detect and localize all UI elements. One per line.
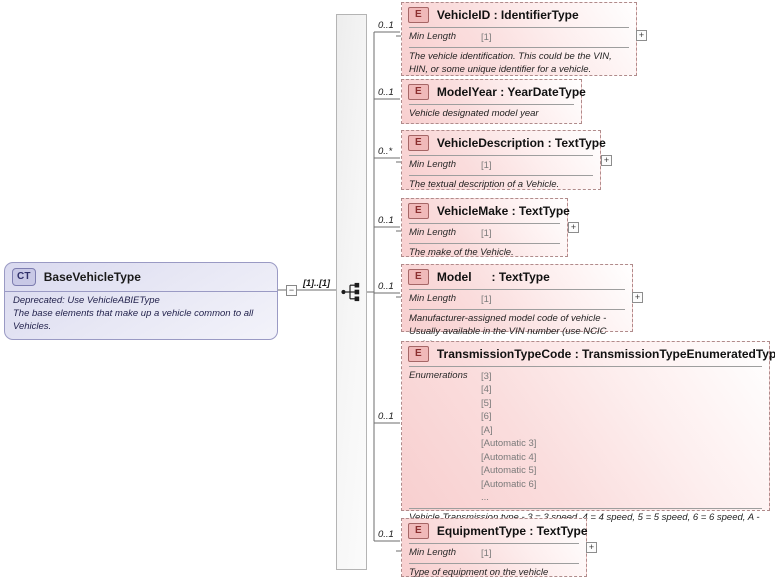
cardinality-vehiclemake: 0..1 (378, 215, 394, 226)
cardinality-vehicleid: 0..1 (378, 20, 394, 31)
facet-row-enumerations: Enumerations [3] [4] [5] [6] [A] [Automa… (402, 367, 769, 508)
divider (409, 289, 625, 290)
element-header: E VehicleMake : TextType (402, 199, 570, 223)
element-box-vehicledescription[interactable]: E VehicleDescription : TextType Min Leng… (401, 130, 606, 190)
facet-row-min-length: Min Length [1] (402, 28, 636, 47)
facet-value: [1] (481, 32, 492, 43)
element-header: E VehicleDescription : TextType (402, 131, 606, 155)
element-title: VehicleDescription : TextType (436, 136, 606, 150)
element-box-transmissiontypecode[interactable]: E TransmissionTypeCode : TransmissionTyp… (401, 341, 775, 536)
complex-type-header: CT BaseVehicleType (5, 263, 277, 291)
element-badge-icon: E (408, 346, 429, 362)
expand-button-vehiclemake[interactable]: + (568, 222, 579, 233)
complex-type-badge-icon: CT (12, 268, 36, 286)
cardinality-vehicledescription: 0..* (378, 146, 393, 157)
facet-value: [1] (481, 548, 492, 559)
element-header: E TransmissionTypeCode : TransmissionTyp… (402, 342, 775, 366)
complex-type-box-basevehicletype[interactable]: CT BaseVehicleType Deprecated: Use Vehic… (4, 262, 278, 341)
cardinality-model: 0..1 (378, 281, 394, 292)
facet-value: [1] (481, 228, 492, 239)
facet-row-min-length: Min Length [1] (402, 544, 586, 563)
facet-value: [1] (481, 160, 492, 171)
facet-label: Min Length (409, 227, 457, 238)
element-header: E ModelYear : YearDateType (402, 80, 586, 104)
element-badge-icon: E (408, 84, 429, 100)
divider (5, 291, 277, 292)
element-box-equipmenttype[interactable]: E EquipmentType : TextType Min Length [1… (401, 518, 588, 578)
element-badge-icon: E (408, 269, 429, 285)
divider (409, 175, 593, 177)
element-header: E Model : TextType (402, 265, 632, 289)
annotation-line-deprecated: Deprecated: Use VehicleABIEType (13, 295, 160, 306)
element-badge-icon: E (408, 7, 429, 23)
element-box-vehicleid[interactable]: E VehicleID : IdentifierType Min Length … (401, 2, 637, 76)
content-model-cardinality: [1]..[1] (303, 278, 330, 288)
element-description: Vehicle designated model year (409, 108, 539, 119)
element-description: The make of the Vehicle. (409, 247, 514, 259)
element-badge-icon: E (408, 135, 429, 151)
element-box-vehiclemake[interactable]: E VehicleMake : TextType Min Length [1] … (401, 198, 570, 258)
divider (409, 507, 762, 509)
element-box-modelyear[interactable]: E ModelYear : YearDateType Vehicle desig… (401, 79, 586, 124)
divider (409, 223, 560, 224)
facet-label: Min Length (409, 31, 457, 42)
divider (409, 309, 625, 311)
facet-label: Min Length (409, 159, 457, 170)
complex-type-name: BaseVehicleType (43, 270, 141, 284)
facet-label: Enumerations (409, 370, 468, 381)
element-title: Model : TextType (436, 270, 550, 284)
divider (409, 155, 593, 156)
facet-row-min-length: Min Length [1] (402, 224, 567, 243)
divider (409, 366, 762, 367)
element-description: The vehicle identification. This could b… (409, 51, 612, 76)
annotation-line-description: The base elements that make up a vehicle… (13, 307, 254, 332)
divider (409, 243, 560, 245)
divider (409, 543, 579, 544)
facet-label: Min Length (409, 293, 457, 304)
cardinality-transmissiontypecode: 0..1 (378, 411, 394, 422)
element-title: EquipmentType : TextType (436, 524, 588, 538)
element-title: VehicleMake : TextType (436, 204, 570, 218)
element-description: The textual description of a Vehicle. (409, 179, 560, 191)
facet-value: [1] (481, 294, 492, 305)
expand-button-vehicledescription[interactable]: + (601, 155, 612, 166)
divider (409, 47, 629, 49)
facet-value: [3] [4] [5] [6] [A] [Automatic 3] [Autom… (481, 371, 537, 504)
divider (409, 563, 579, 565)
cardinality-modelyear: 0..1 (378, 87, 394, 98)
element-title: VehicleID : IdentifierType (436, 8, 579, 22)
expand-button-model[interactable]: + (632, 292, 643, 303)
sequence-icon[interactable] (341, 281, 363, 303)
element-description: Type of equipment on the vehicle (409, 567, 549, 579)
collapse-toggle-button[interactable]: − (286, 285, 297, 296)
divider (409, 104, 574, 105)
element-title: TransmissionTypeCode : TransmissionTypeE… (436, 347, 775, 361)
element-badge-icon: E (408, 523, 429, 539)
expand-button-equipmenttype[interactable]: + (586, 542, 597, 553)
element-header: E VehicleID : IdentifierType (402, 3, 636, 27)
element-title: ModelYear : YearDateType (436, 85, 586, 99)
element-badge-icon: E (408, 203, 429, 219)
facet-row-min-length: Min Length [1] (402, 290, 632, 309)
facet-row-min-length: Min Length [1] (402, 156, 600, 175)
facet-label: Min Length (409, 547, 457, 558)
cardinality-equipmenttype: 0..1 (378, 529, 394, 540)
complex-type-annotation: Deprecated: Use VehicleABIEType The base… (5, 292, 277, 339)
divider (409, 27, 629, 28)
element-box-model[interactable]: E Model : TextType Min Length [1] Manufa… (401, 264, 633, 350)
element-header: E EquipmentType : TextType (402, 519, 588, 543)
expand-button-vehicleid[interactable]: + (636, 30, 647, 41)
